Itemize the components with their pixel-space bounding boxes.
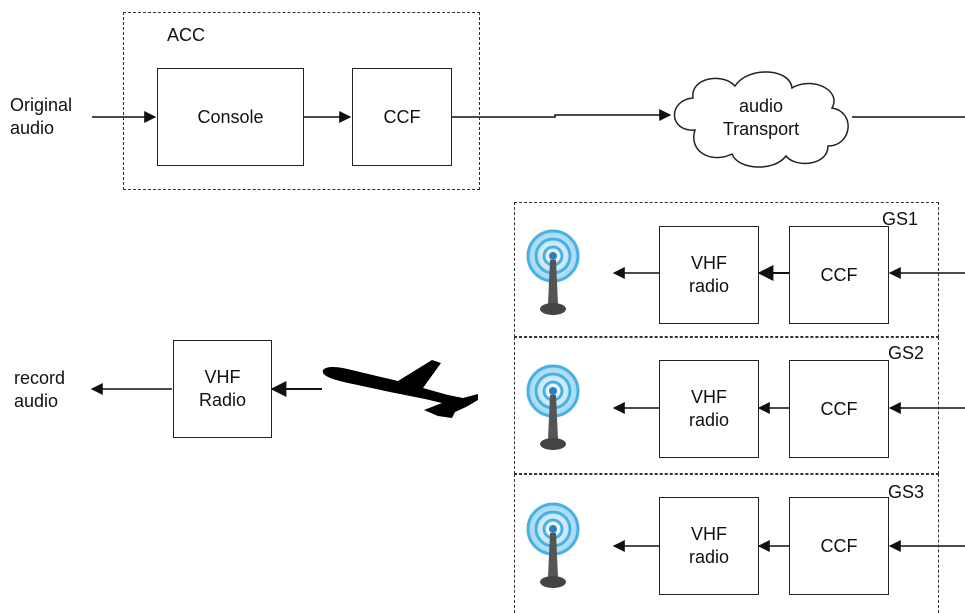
output-label: record audio (14, 368, 66, 411)
gs1-ccf-box: CCF (789, 226, 889, 324)
console-label: Console (197, 106, 264, 127)
gs3-group (514, 474, 939, 613)
gs2-ccf-box: CCF (789, 360, 889, 458)
gs3-ccf-label: CCF (820, 535, 858, 556)
gs3-ccf-box: CCF (789, 497, 889, 595)
acc-ccf-label: CCF (383, 106, 421, 127)
input-label: Original audio (10, 95, 73, 138)
gs1-group (514, 202, 939, 337)
gs1-ccf-label: CCF (820, 264, 858, 285)
gs3-radio-label: VHF radio (688, 524, 730, 567)
acc-ccf-box: CCF (352, 68, 452, 166)
acc-group (123, 12, 480, 190)
antenna-icon-gs2 (526, 364, 580, 450)
gs1-radio-box: VHF radio (659, 226, 759, 324)
transport-cloud (673, 71, 849, 168)
gs2-label: GS2 (888, 343, 925, 363)
gs3-label: GS3 (888, 482, 925, 502)
gs2-radio-label: VHF radio (688, 387, 730, 430)
arrow-ccf-to-transport (452, 109, 672, 121)
gs2-radio-box: VHF radio (659, 360, 759, 458)
airplane-icon (322, 360, 478, 418)
gs1-radio-label: VHF radio (688, 253, 730, 296)
receiver-radio-box: VHF Radio (173, 340, 272, 438)
gs2-group (514, 337, 939, 474)
acc-label: ACC (167, 25, 206, 45)
receiver-radio-label: VHF Radio (198, 367, 247, 410)
transport-label: audio Transport (722, 96, 800, 139)
antenna-icon-gs3 (526, 502, 580, 588)
gs3-radio-box: VHF radio (659, 497, 759, 595)
gs1-label: GS1 (882, 209, 919, 229)
antenna-icon-gs1 (526, 229, 580, 315)
console-box: Console (157, 68, 304, 166)
gs2-ccf-label: CCF (820, 398, 858, 419)
